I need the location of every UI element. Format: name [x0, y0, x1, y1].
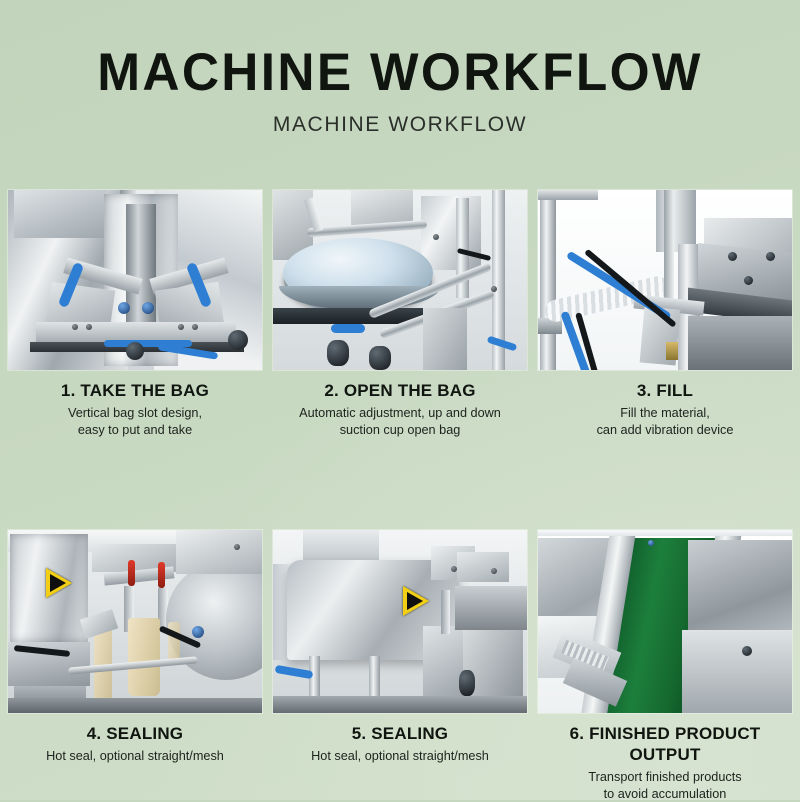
workflow-step-2: 2. OPEN THE BAG Automatic adjustment, up…: [273, 190, 527, 438]
workflow-row-1: 1. TAKE THE BAG Vertical bag slot design…: [8, 190, 792, 438]
page-subtitle: MACHINE WORKFLOW: [0, 112, 800, 138]
step-6-desc: Transport finished products to avoid acc…: [542, 769, 788, 802]
step-1-caption: 1. TAKE THE BAG Vertical bag slot design…: [8, 380, 262, 438]
step-6-photo: [538, 530, 792, 713]
step-2-title: 2. OPEN THE BAG: [277, 380, 523, 401]
step-3-desc-line1: Fill the material,: [542, 405, 788, 422]
step-5-title: 5. SEALING: [277, 723, 523, 744]
step-6-title: 6. FINISHED PRODUCT OUTPUT: [542, 723, 788, 765]
workflow-step-1: 1. TAKE THE BAG Vertical bag slot design…: [8, 190, 262, 438]
step-3-desc-line2: can add vibration device: [542, 422, 788, 439]
step-1-desc-line2: easy to put and take: [12, 422, 258, 439]
step-3-title: 3. FILL: [542, 380, 788, 401]
step-1-desc: Vertical bag slot design, easy to put an…: [12, 405, 258, 438]
workflow-step-6: 6. FINISHED PRODUCT OUTPUT Transport fin…: [538, 530, 792, 802]
workflow-step-4: 4. SEALING Hot seal, optional straight/m…: [8, 530, 262, 802]
step-4-desc-line1: Hot seal, optional straight/mesh: [12, 748, 258, 765]
step-2-desc-line2: suction cup open bag: [277, 422, 523, 439]
step-5-desc: Hot seal, optional straight/mesh: [277, 748, 523, 765]
step-5-caption: 5. SEALING Hot seal, optional straight/m…: [273, 723, 527, 765]
step-1-title: 1. TAKE THE BAG: [12, 380, 258, 401]
step-3-desc: Fill the material, can add vibration dev…: [542, 405, 788, 438]
warning-triangle-icon: [403, 586, 429, 616]
header: MACHINE WORKFLOW MACHINE WORKFLOW: [0, 44, 800, 138]
step-6-caption: 6. FINISHED PRODUCT OUTPUT Transport fin…: [538, 723, 792, 802]
step-3-caption: 3. FILL Fill the material, can add vibra…: [538, 380, 792, 438]
workflow-step-5: 5. SEALING Hot seal, optional straight/m…: [273, 530, 527, 802]
step-5-photo: [273, 530, 527, 713]
step-1-desc-line1: Vertical bag slot design,: [12, 405, 258, 422]
step-2-desc: Automatic adjustment, up and down suctio…: [277, 405, 523, 438]
step-4-title: 4. SEALING: [12, 723, 258, 744]
step-2-photo: [273, 190, 527, 370]
step-3-photo: [538, 190, 792, 370]
step-2-caption: 2. OPEN THE BAG Automatic adjustment, up…: [273, 380, 527, 438]
filled-pouch: [128, 618, 160, 696]
step-6-desc-line1: Transport finished products: [542, 769, 788, 786]
step-1-photo: [8, 190, 262, 370]
warning-triangle-icon: [46, 568, 72, 598]
step-4-photo: [8, 530, 262, 713]
step-2-desc-line1: Automatic adjustment, up and down: [277, 405, 523, 422]
page-title: MACHINE WORKFLOW: [12, 44, 788, 102]
workflow-row-2: 4. SEALING Hot seal, optional straight/m…: [8, 530, 792, 802]
step-4-caption: 4. SEALING Hot seal, optional straight/m…: [8, 723, 262, 765]
step-5-desc-line1: Hot seal, optional straight/mesh: [277, 748, 523, 765]
workflow-grid: 1. TAKE THE BAG Vertical bag slot design…: [8, 190, 792, 802]
step-4-desc: Hot seal, optional straight/mesh: [12, 748, 258, 765]
workflow-step-3: 3. FILL Fill the material, can add vibra…: [538, 190, 792, 438]
